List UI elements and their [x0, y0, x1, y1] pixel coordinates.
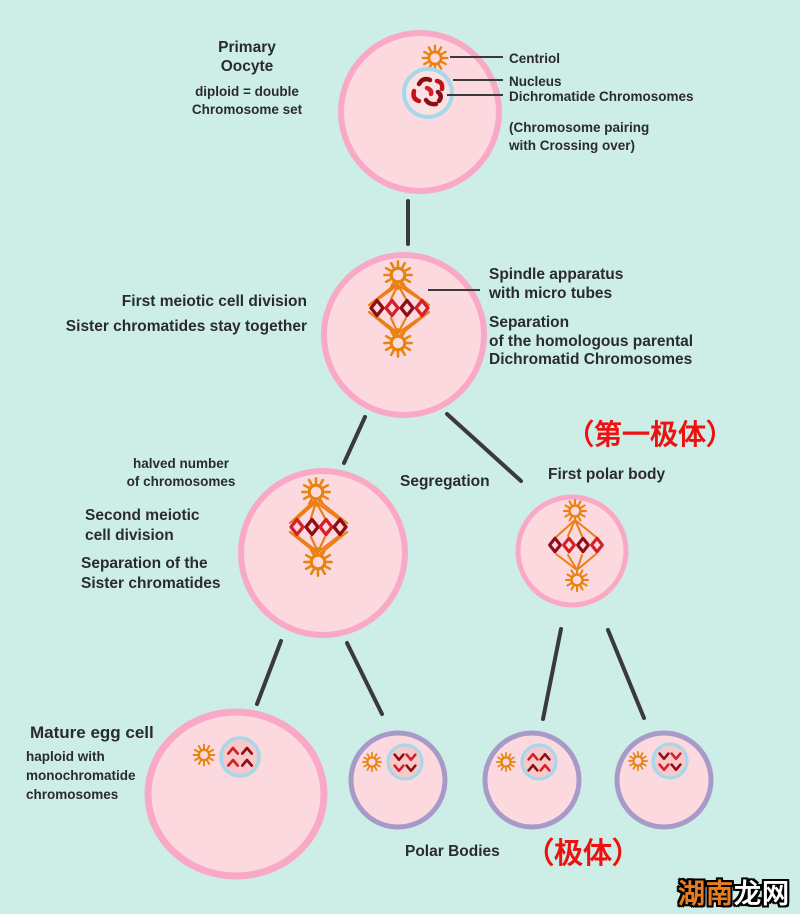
- first-polar-body-chinese-label: （第一极体）: [566, 420, 735, 451]
- first-meiosis-label-line1: First meiotic cell division: [121, 293, 307, 310]
- second-meiosis-label: Second meiotic cell division: [85, 507, 200, 545]
- connector-line-2: [342, 415, 367, 465]
- dichromatide-chromosomes: [411, 76, 445, 107]
- callout-leader-lines: [447, 56, 503, 96]
- first-polar-body-label: First polar body: [548, 466, 666, 483]
- nucleus: [402, 67, 454, 119]
- primary-oocyte-cell: [338, 30, 503, 194]
- connector-line-4: [255, 639, 283, 706]
- connector-line-3: [445, 412, 523, 483]
- polar-body-cell-2: [482, 730, 582, 830]
- first-meiosis-label-line2: Sister chromatides stay together: [65, 318, 307, 335]
- callout-chromosomes-label: Dichromatide Chromosomes: [509, 89, 694, 104]
- nucleus: [520, 743, 558, 781]
- watermark-part1: 湖南: [678, 879, 734, 909]
- cell-membrane: [144, 708, 328, 880]
- crossing-over-note: (Chromosome pairing with Crossing over): [509, 120, 650, 153]
- nucleus: [651, 742, 689, 780]
- polar-body-cell-3: [614, 730, 714, 830]
- primary-oocyte-title: Primary Oocyte: [218, 39, 276, 76]
- connector-line-7: [606, 628, 646, 720]
- separation-sister-label: Separation of the Sister chromatides: [81, 555, 221, 593]
- connector-line-6: [541, 627, 563, 721]
- spindle-apparatus: [548, 498, 604, 593]
- cell-membrane: [515, 494, 629, 608]
- segregation-label: Segregation: [400, 473, 490, 490]
- primary-oocyte-subtitle: diploid = double Chromosome set: [191, 84, 303, 117]
- watermark-part2: 龙网: [734, 879, 790, 909]
- polar-body-cell-1: [348, 730, 448, 830]
- callout-centriole-label: Centriol: [509, 51, 561, 66]
- polar-bodies-label: Polar Bodies: [405, 843, 500, 860]
- connector-line-5: [345, 641, 384, 716]
- second-meiosis-cell: [238, 468, 408, 638]
- first-meiosis-cell: [321, 252, 487, 418]
- spindle-apparatus-label: Spindle apparatus with micro tubes: [489, 266, 624, 302]
- mature-egg-cell: [144, 708, 328, 880]
- spindle-apparatus: [367, 259, 431, 359]
- first-polar-body-cell: [515, 494, 629, 608]
- separation-homologous-label: Separation of the homologous parental Di…: [489, 314, 694, 369]
- nucleus: [386, 743, 424, 781]
- polar-bodies-chinese-label: （极体）: [525, 838, 642, 870]
- nucleus: [219, 736, 261, 778]
- spindle-apparatus: [288, 476, 349, 578]
- mature-egg-label: Mature egg cell: [30, 723, 154, 742]
- callout-nucleus-label: Nucleus: [509, 74, 562, 89]
- halved-number-note: halved number of chromosomes: [126, 456, 236, 489]
- haploid-note: haploid with monochromatide chromosomes: [26, 749, 136, 802]
- site-watermark: 湖南龙网: [678, 872, 790, 911]
